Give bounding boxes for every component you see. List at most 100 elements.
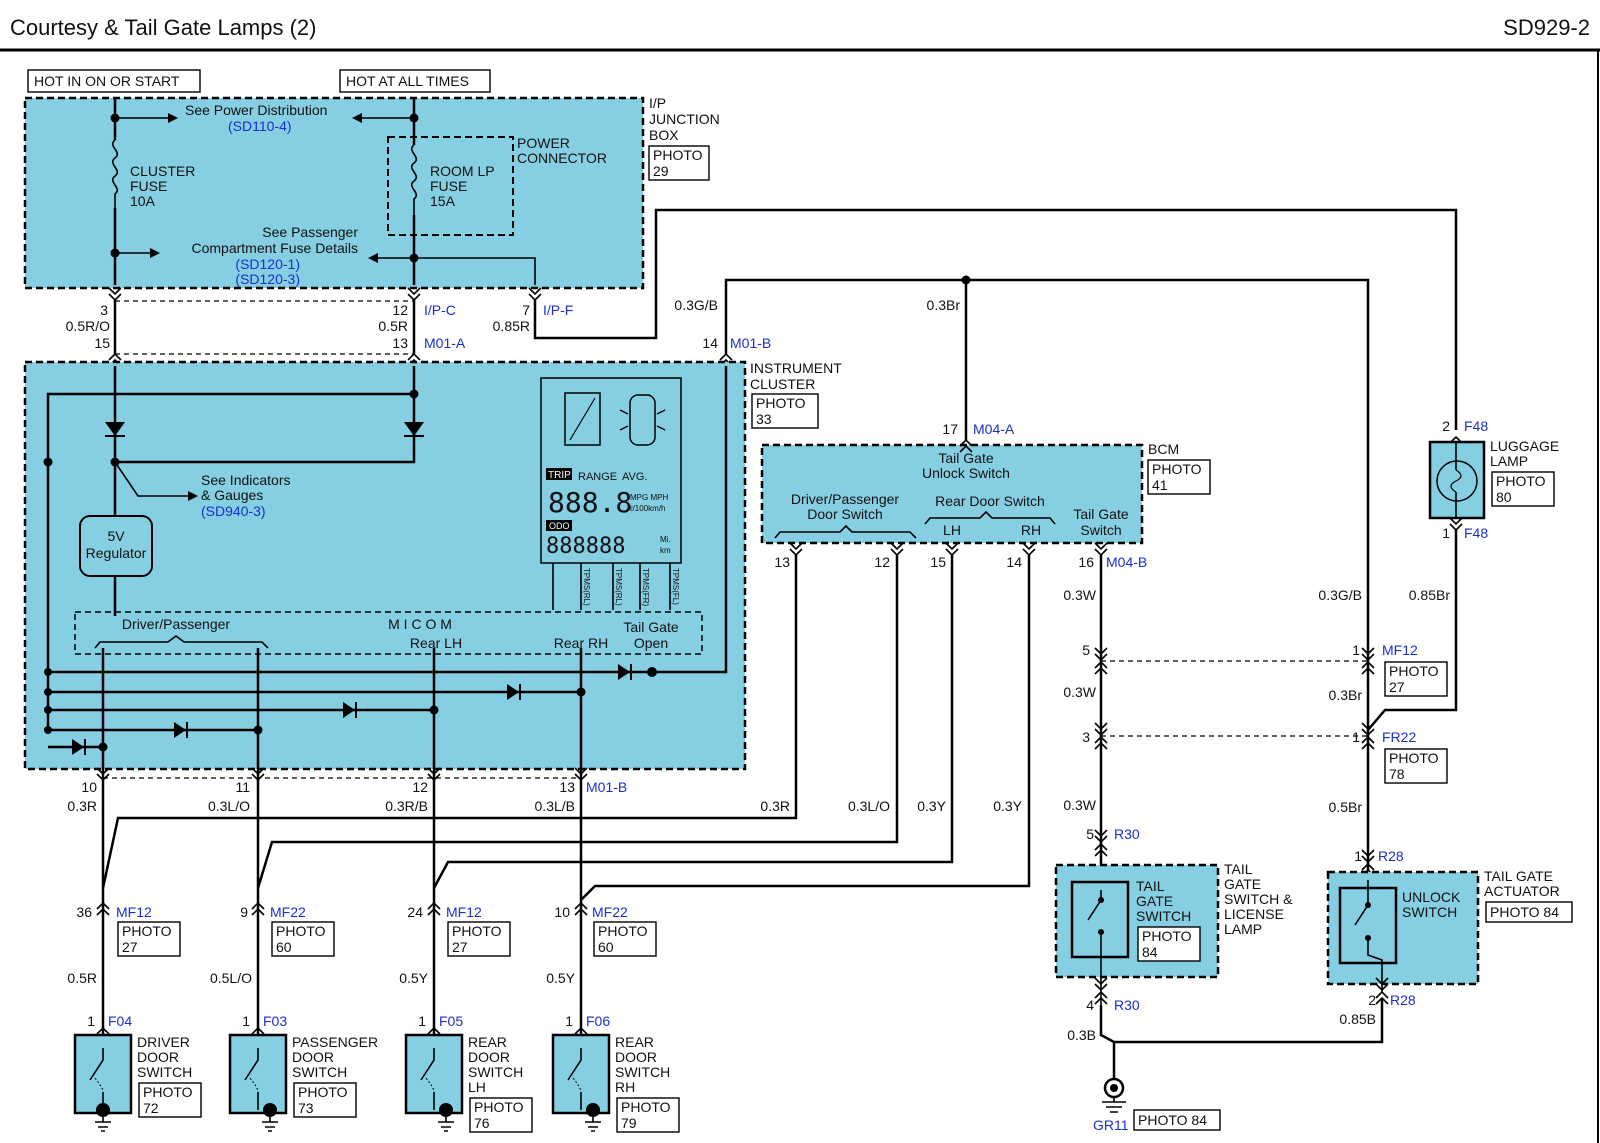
lcd-digits: 888.8 [548,486,632,519]
lcd-odo-digits: 888888 [546,534,625,559]
wire-05ro: 0.5R/O [66,318,110,334]
conn-ipf: I/P-F [543,302,573,318]
f03-photo: PHOTO [298,1084,348,1100]
mf12-a-photo-num: 27 [122,939,138,955]
wire-03gb: 0.3G/B [674,297,718,313]
page-title: Courtesy & Tail Gate Lamps (2) [10,15,317,40]
rear-door-switch-rh: 1 F06 REAR DOOR SWITCH RH PHOTO 79 [551,1013,680,1133]
bcm-dp: Driver/Passenger [791,491,899,507]
f04-name-3: SWITCH [137,1064,192,1080]
tg-mf-pin-5: 5 [1082,642,1090,658]
unlock-label-1: UNLOCK [1402,889,1461,905]
ipjb-label-2: JUNCTION [649,111,720,127]
ipjb-label-1: I/P [649,95,666,111]
m01b-pin-13: 13 [559,779,575,795]
cluster-photo: PHOTO [756,395,806,411]
conn-m01a: M01-A [424,335,466,351]
right-r28-pin-1: 1 [1354,848,1362,864]
tg-r30-pin-5: 5 [1086,826,1094,842]
lcd-tpms-4: TPMS(FL) [671,568,680,605]
tgsl-3: SWITCH & [1224,891,1293,907]
right-wire-085b: 0.85B [1339,1011,1376,1027]
regulator-label-2: Regulator [86,545,147,561]
page-header: Courtesy & Tail Gate Lamps (2) SD929-2 [0,15,1600,52]
f06-name-3: SWITCH [615,1064,670,1080]
fr22-photo: PHOTO [1389,750,1439,766]
mf22-pin-10: 10 [554,904,570,920]
bcm-photo-num: 41 [1152,477,1168,493]
conn-f48-b: F48 [1464,525,1488,541]
bcm-pin-12: 12 [874,554,890,570]
wire-03lb: 0.3L/B [535,798,575,814]
tgsl-4: LICENSE [1224,906,1284,922]
wire-05lo: 0.5L/O [210,970,252,986]
see-power-ref[interactable]: (SD110-4) [228,118,292,134]
hot-on-label: HOT IN ON OR START [34,73,180,89]
lcd-unit2: ℓ/100km/h [629,504,666,513]
cluster-photo-num: 33 [756,411,772,427]
driver-door-switch: 1 F04 DRIVER DOOR SWITCH PHOTO 72 [73,1013,202,1132]
conn-f06: F06 [586,1013,610,1029]
tgsw-photo: PHOTO [1142,928,1192,944]
rear-door-switch-lh: 1 F05 REAR DOOR SWITCH LH PHOTO 76 [404,1013,533,1133]
see-pass-ref-1[interactable]: (SD120-1) [235,256,300,272]
conn-mf12-a: MF12 [116,904,152,920]
tgsw-label-2: GATE [1136,893,1173,909]
lcd-tpms-3: TPMS(FR) [641,568,650,607]
conn-f03: F03 [263,1013,287,1029]
right-wire-03br: 0.3Br [1329,687,1363,703]
wire-05y-2: 0.5Y [546,970,575,986]
tg-switch-body [1070,880,1130,959]
conn-m04b: M04-B [1106,554,1147,570]
room-fuse-icon [410,144,418,215]
see-pass-ref-2[interactable]: (SD120-3) [235,271,300,287]
micom-drv: Driver/Passenger [122,616,230,632]
tgsw-photo-num: 84 [1142,944,1158,960]
door-switch-columns [96,780,588,1041]
f05-name-1: REAR [468,1034,507,1050]
lcd-range: RANGE [578,471,617,483]
micom-tail: Tail Gate [623,619,678,635]
bcm-pin-15: 15 [930,554,946,570]
pin-7: 7 [522,302,530,318]
conn-m04a: M04-A [973,421,1015,437]
wire-03r: 0.3R [67,798,97,814]
f06-photo-num: 79 [621,1115,637,1131]
wire-05r: 0.5R [378,318,408,334]
see-pass-text-2: Compartment Fuse Details [191,240,358,256]
micom-box [74,611,703,655]
bcm-rear: Rear Door Switch [935,493,1045,509]
bcm-pin-13: 13 [774,554,790,570]
bcm-tgsw-2: Switch [1080,522,1121,538]
ground-photo: PHOTO 84 [1138,1112,1207,1128]
lcd-tpms-1: TPMS(RL) [582,568,591,606]
lug-wire-085br: 0.85Br [1409,587,1451,603]
m01b-pin-11: 11 [235,779,250,795]
cluster-fuse-label-2: FUSE [130,178,167,194]
lcd-odo: ODO [549,521,570,531]
regulator-label: 5V [107,528,125,544]
f05-photo: PHOTO [474,1099,524,1115]
passenger-door-switch: 1 F03 PASSENGER DOOR SWITCH PHOTO 73 [228,1013,378,1132]
f03-photo-num: 73 [298,1100,314,1116]
bcm-pin-17: 17 [942,421,958,437]
ipjb-photo: PHOTO [653,147,703,163]
tga-label-2: ACTUATOR [1484,883,1560,899]
conn-f04: F04 [108,1013,132,1029]
lug-label-2: LAMP [1490,453,1528,469]
cluster-fuse-icon [111,139,119,208]
mf22-b-photo: PHOTO [598,923,648,939]
mf12-right-photo-num: 27 [1389,679,1405,695]
tg-r30-pin-4: 4 [1086,997,1094,1013]
lcd-avg: AVG. [622,471,647,483]
tgsl-1: TAIL [1224,861,1253,877]
f04-name-2: DOOR [137,1049,179,1065]
see-ind-ref[interactable]: (SD940-3) [201,503,266,519]
wire-05y-1: 0.5Y [399,970,428,986]
see-ind-text-2: & Gauges [201,487,263,503]
conn-r30-a: R30 [1114,826,1140,842]
f05-pin: 1 [418,1013,426,1029]
power-connector-box [387,136,514,236]
conn-r28-b: R28 [1390,992,1416,1008]
mf12-b-photo-num: 27 [452,939,468,955]
